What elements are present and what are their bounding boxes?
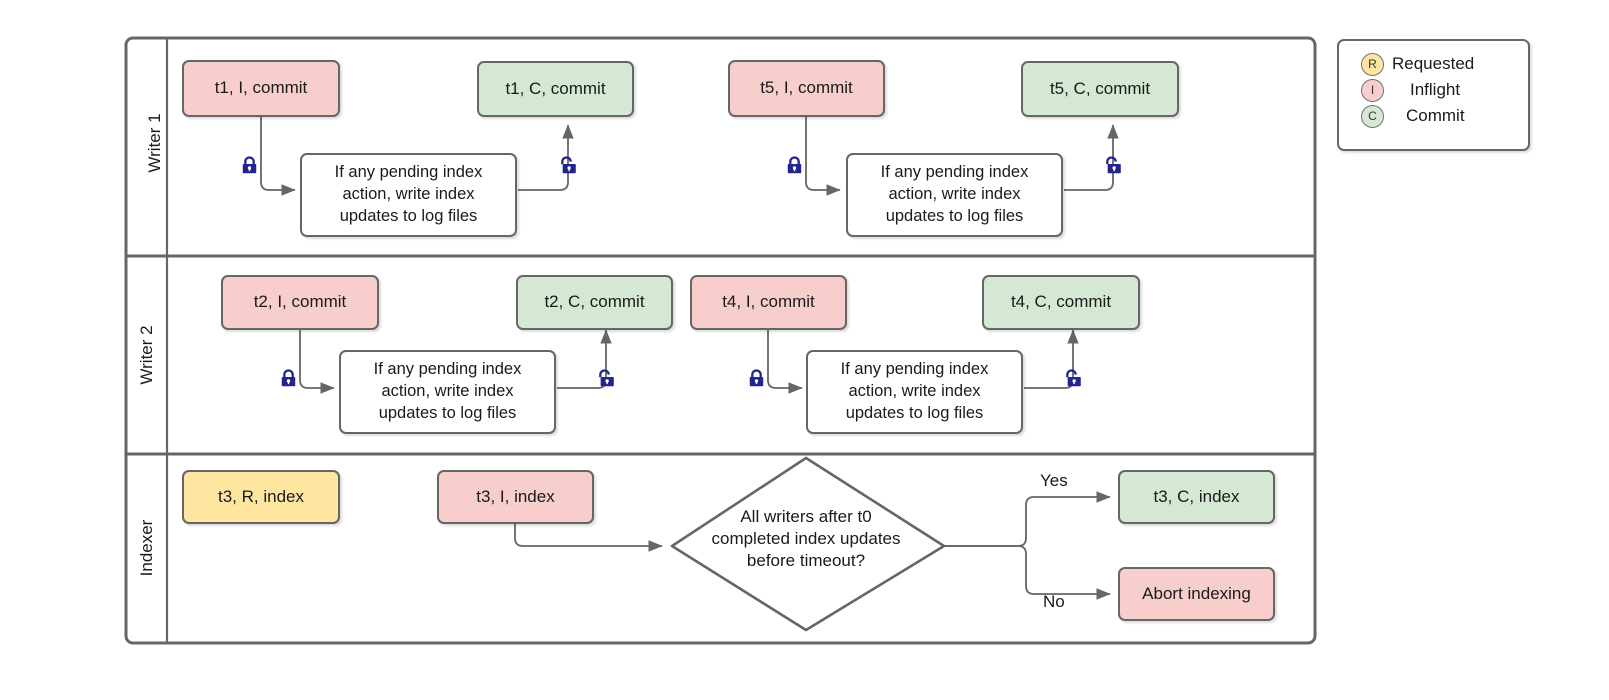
lock-open-icon [556, 155, 577, 176]
process-line-1: If any pending index [840, 360, 989, 379]
edge-w1-t5i-to-process [805, 117, 841, 196]
edge-label-yes: Yes [1040, 471, 1068, 490]
edge-decision-no [944, 545, 1111, 600]
lock-open-icon [594, 368, 615, 389]
legend-panel: R Requested I Inflight C Commit [1337, 39, 1530, 151]
process-w2-group2[interactable]: If any pending index action, write index… [806, 350, 1023, 434]
decision-label: All writers after t0 completed index upd… [676, 506, 936, 572]
process-line-3: updates to log files [339, 206, 478, 225]
lock-open-icon [1061, 368, 1082, 389]
edge-label-no: No [1043, 592, 1065, 611]
process-line-3: updates to log files [885, 206, 1024, 225]
node-w2-t2-inflight[interactable]: t2, I, commit [221, 275, 379, 330]
lane-label-indexer: Indexer [137, 519, 156, 577]
node-w1-t1-commit[interactable]: t1, C, commit [477, 61, 634, 117]
lock-closed-icon [239, 155, 260, 176]
process-line-2: action, write index [342, 185, 475, 204]
commit-badge-icon: C [1361, 104, 1384, 128]
process-w2-group1[interactable]: If any pending index action, write index… [339, 350, 556, 434]
node-indexer-t3-commit[interactable]: t3, C, index [1118, 470, 1275, 524]
indexer-connectors [514, 491, 1111, 600]
edge-w1-process-to-t1c [518, 124, 574, 191]
decision-line-2: completed index updates [711, 529, 901, 549]
legend-label-inflight: Inflight [1410, 80, 1461, 99]
edge-w1-process-to-t5c [1064, 124, 1119, 191]
legend-label-requested: Requested [1392, 54, 1475, 73]
process-w1-group1[interactable]: If any pending index action, write index… [300, 153, 517, 237]
legend-item-inflight: I Inflight [1361, 77, 1460, 103]
decision-diamond [670, 456, 946, 632]
node-w2-t2-commit[interactable]: t2, C, commit [516, 275, 673, 330]
process-line-1: If any pending index [373, 360, 522, 379]
node-w2-t4-commit[interactable]: t4, C, commit [982, 275, 1140, 330]
process-w1-group2[interactable]: If any pending index action, write index… [846, 153, 1063, 237]
process-line-2: action, write index [381, 382, 514, 401]
node-w1-t5-commit[interactable]: t5, C, commit [1021, 61, 1179, 117]
decision-line-3: before timeout? [746, 551, 866, 571]
decision-line-1: All writers after t0 [740, 507, 872, 526]
lock-closed-icon [278, 368, 299, 389]
edge-w2-t2i-to-process [299, 330, 335, 394]
process-line-1: If any pending index [880, 163, 1029, 182]
node-indexer-abort[interactable]: Abort indexing [1118, 567, 1275, 621]
writer1-connectors [260, 117, 1119, 196]
edge-w1-t1i-to-process [260, 117, 296, 196]
lock-closed-icon [784, 155, 805, 176]
edge-t3i-to-decision [514, 524, 663, 552]
process-line-3: updates to log files [845, 403, 984, 422]
legend-item-requested: R Requested [1361, 51, 1474, 77]
legend-item-commit: C Commit [1361, 103, 1465, 129]
node-indexer-t3-inflight[interactable]: t3, I, index [437, 470, 594, 524]
process-line-2: action, write index [888, 185, 1021, 204]
requested-badge-icon: R [1361, 52, 1384, 76]
lane-label-writer1: Writer 1 [145, 113, 164, 173]
process-line-1: If any pending index [334, 163, 483, 182]
process-line-3: updates to log files [378, 403, 517, 422]
legend-label-commit: Commit [1406, 106, 1465, 125]
node-w2-t4-inflight[interactable]: t4, I, commit [690, 275, 847, 330]
edge-w2-t4i-to-process [767, 330, 803, 394]
node-w1-t5-inflight[interactable]: t5, I, commit [728, 60, 885, 117]
process-line-2: action, write index [848, 382, 981, 401]
lock-open-icon [1101, 155, 1122, 176]
inflight-badge-icon: I [1361, 78, 1384, 102]
node-w1-t1-inflight[interactable]: t1, I, commit [182, 60, 340, 117]
lane-label-writer2: Writer 2 [137, 325, 156, 385]
node-indexer-t3-requested[interactable]: t3, R, index [182, 470, 340, 524]
lock-closed-icon [746, 368, 767, 389]
